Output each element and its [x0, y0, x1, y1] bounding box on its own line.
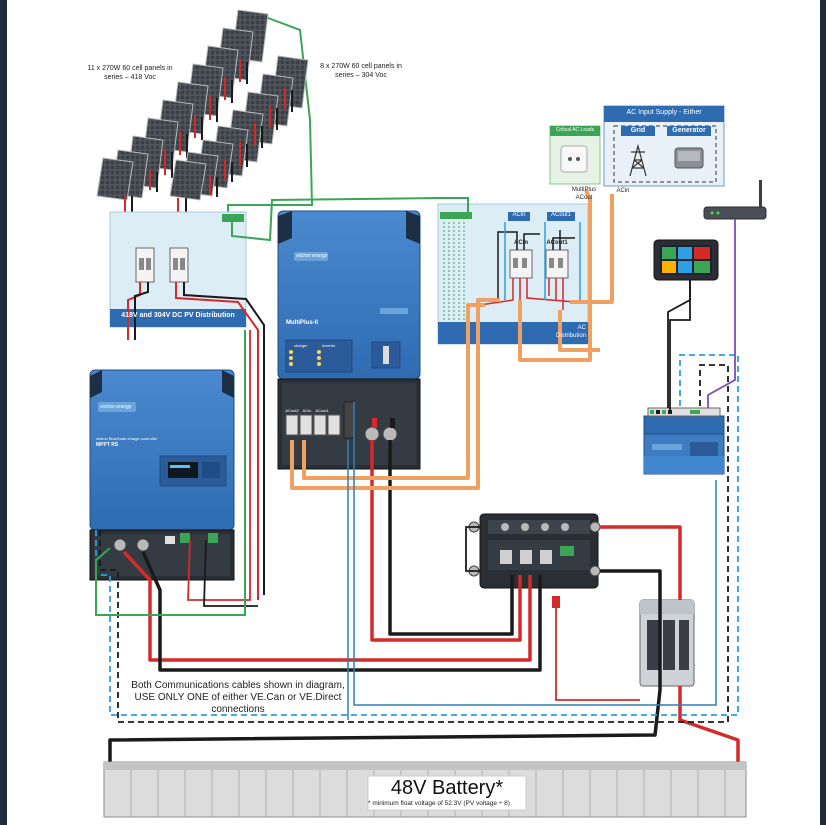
pv-distribution-panel	[109, 211, 247, 328]
multiplus-terminal-block	[285, 414, 341, 436]
critical-loads-box	[549, 125, 601, 185]
ac-distribution-panel	[437, 203, 589, 345]
pv-array-a	[96, 9, 269, 201]
battery-label: 48V Battery*	[390, 777, 504, 799]
lynx-distributor	[468, 513, 601, 608]
battery-terminal	[113, 538, 127, 552]
multiplus-acout-label: MultiPlus ACout	[564, 186, 604, 202]
dc-terminal	[382, 426, 398, 442]
pv-array-a-label: 11 x 270W 60 cell panels in series – 418…	[80, 64, 180, 82]
critical-loads-label: Critical AC Loads	[555, 127, 595, 133]
dc-negative-wiring	[108, 440, 662, 768]
mppt-subtitle: victron BlueSolar charge controller	[96, 436, 158, 441]
solar-panel-icon	[169, 159, 207, 201]
ac-tag-acout1	[547, 212, 575, 221]
comms-note: Both Communications cables shown in diag…	[118, 680, 358, 716]
multiplus-brand: victron energy	[296, 253, 328, 259]
mppt-brand: victron energy	[100, 404, 132, 410]
ac-breaker-acout-label: ACout1	[546, 240, 568, 246]
ac-tag-acout-label: ACout1	[550, 212, 571, 218]
multiplus-model: MultiPlus-II	[286, 320, 318, 326]
battery-footnote: * minimum float voltage of 52.3V (PV vol…	[368, 800, 510, 807]
dc-terminal	[589, 521, 601, 533]
mppt-lcd	[168, 462, 198, 478]
ac-distribution-label-line1: AC	[577, 325, 586, 331]
dc-positive-wiring-thin	[187, 330, 640, 701]
pv-array-b-label-line1: 8 x 270W 60 cell panels in	[320, 63, 402, 70]
multiplus-charger-label: charger	[294, 343, 308, 348]
ac-wiring	[290, 189, 614, 490]
mppt-model: MPPT RS	[96, 442, 119, 448]
pv-distribution-out	[127, 282, 265, 600]
ac-input-title: AC Input Supply - Either	[626, 109, 702, 116]
pv-connector	[222, 214, 244, 222]
acin-label: ACin	[616, 188, 630, 194]
busbar-terminal	[521, 523, 529, 531]
solar-panel-icon	[96, 157, 134, 201]
ve-can-wiring	[95, 354, 739, 716]
fuse-isolator	[639, 599, 695, 687]
pv-distribution-label: 418V and 304V DC PV Distribution	[121, 312, 235, 319]
grid-label: Grid	[630, 127, 646, 134]
victron-logo	[98, 402, 136, 412]
gx-controller	[643, 407, 725, 475]
comms-wiring	[347, 402, 717, 720]
busbar-terminal	[561, 523, 569, 531]
network-wiring	[707, 219, 736, 408]
multiplus-inverter	[277, 210, 421, 470]
ve-direct-wiring	[99, 364, 729, 723]
comms-note-line2: USE ONLY ONE of either VE.Can or VE.Dire…	[134, 692, 342, 703]
pv-isolator	[135, 247, 155, 283]
ac-breaker-acin	[509, 249, 533, 279]
pv-array-a-label-line2: series – 418 Voc	[104, 74, 156, 81]
dc-terminal	[589, 565, 601, 577]
pv-ground-wiring	[95, 197, 469, 616]
busbar-terminal	[541, 523, 549, 531]
multiplus-acout-line2: ACout	[575, 195, 593, 201]
lynx-fuse	[552, 596, 560, 608]
pv-array-b-label: 8 x 270W 60 cell panels in series – 304 …	[312, 62, 410, 80]
display-wiring	[667, 280, 691, 408]
mppt-charge-controller	[89, 369, 235, 581]
generator-label: Generator	[672, 127, 706, 134]
battery-terminal	[136, 538, 150, 552]
port-acout1-label: ACout1	[315, 408, 329, 413]
ac-tag-acin-label: ACin	[512, 212, 526, 218]
ac-input-supply-box	[603, 105, 725, 187]
grid-pylon-icon	[629, 143, 647, 177]
dc-terminal	[364, 426, 380, 442]
comms-note-line3: connections	[211, 704, 265, 715]
multiplus-acout-line1: MultiPlus	[571, 187, 597, 193]
pv-isolator	[169, 247, 189, 283]
ac-breaker-acin-label: ACin	[514, 240, 528, 246]
ac-distribution-label: AC Distribution	[540, 324, 586, 340]
power-socket-icon	[560, 145, 588, 173]
touch-display-device	[653, 239, 719, 281]
battery-bank	[103, 761, 747, 818]
ac-tag-acin	[508, 212, 530, 221]
port-acin-label: ACin	[302, 408, 312, 413]
pv-array-a-label-line1: 11 x 270W 60 cell panels in	[87, 65, 173, 72]
dc-positive-wiring	[122, 440, 740, 768]
pv-array-b	[169, 55, 309, 201]
ac-distribution-label-line2: Distribution	[555, 333, 586, 339]
victron-logo	[294, 252, 328, 261]
port-acout2-label: ACout2	[285, 408, 299, 413]
multiplus-inverter-label: inverter	[322, 343, 336, 348]
ac-breaker-acout1	[545, 249, 569, 279]
pv-array-b-label-line2: series – 304 Voc	[335, 72, 387, 79]
comms-note-line1: Both Communications cables shown in diag…	[131, 680, 345, 691]
busbar-terminal	[501, 523, 509, 531]
